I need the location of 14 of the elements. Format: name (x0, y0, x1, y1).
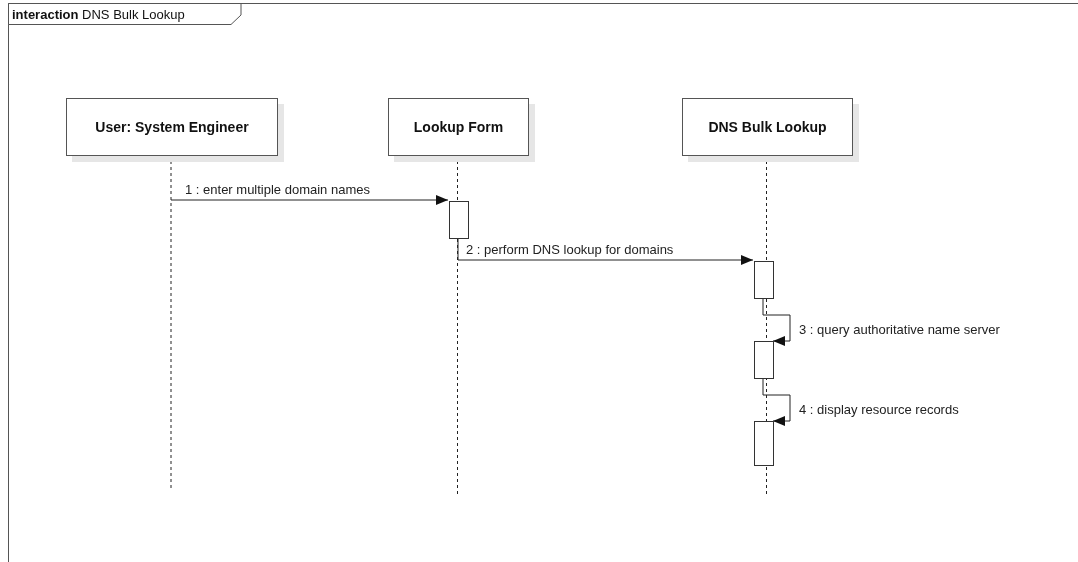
activation-bar (754, 341, 774, 379)
message-arrow (762, 377, 791, 426)
message-arrow (457, 237, 754, 265)
edge-label: 3 : query authoritative name server (798, 322, 1001, 337)
message-arrow (762, 297, 791, 346)
activation-bar (754, 261, 774, 299)
activation-bar (754, 421, 774, 466)
frame-title: interaction DNS Bulk Lookup (12, 7, 185, 22)
interaction-frame (8, 3, 1078, 562)
activation-bar (449, 201, 469, 239)
edge-label: 2 : perform DNS lookup for domains (465, 242, 675, 257)
edge-label: 1 : enter multiple domain names (184, 182, 371, 197)
edge-label: 4 : display resource records (798, 402, 960, 417)
message-arrow (170, 195, 449, 205)
